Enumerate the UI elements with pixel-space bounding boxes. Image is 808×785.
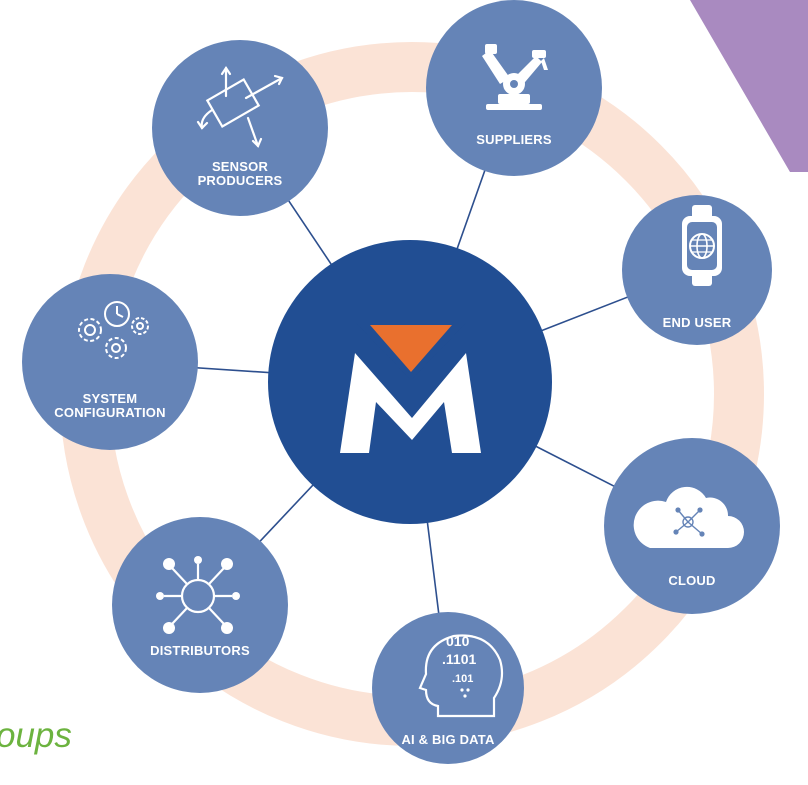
smartwatch-globe-icon [682,205,722,286]
node-label-end-user: END USER [647,316,747,330]
m-logo-icon [340,322,481,453]
node-label-line: AI & BIG DATA [401,732,495,747]
node-label-line: CONFIGURATION [54,405,166,420]
robot-joint-icon [510,80,518,88]
node-label-suppliers: SUPPLIERS [464,133,564,147]
node-label-line: SYSTEM [82,391,138,406]
robot-arm-icon [482,44,548,110]
hub-network-icon [156,556,240,634]
node-circle-ai-big-data [372,612,524,764]
node-circle-system-configuration [22,274,198,450]
cloud-network-icon [633,486,744,548]
purple-corner-shape [690,0,808,172]
node-label-line: DISTRIBUTORS [150,643,250,658]
center-circle [268,240,552,524]
node-label-line: SUPPLIERS [476,132,552,147]
node-circle-distributors [112,517,288,693]
gears-clock-icon [78,301,149,359]
node-label-line: END USER [662,315,732,330]
axes-transform-icon [196,66,284,148]
node-label-sensor-producers: SENSOR PRODUCERS [190,160,290,188]
svg-text:.1101: .1101 [442,651,476,667]
node-label-line: CLOUD [668,573,716,588]
node-label-system-configuration: SYSTEM CONFIGURATION [45,392,175,420]
node-label-line: SENSOR [211,159,269,174]
node-label-cloud: CLOUD [642,574,742,588]
svg-text:.101: .101 [452,673,473,685]
binary-head-icon: 010 .1101 .101 [418,633,504,718]
node-circle-sensor-producers [152,40,328,216]
svg-text:010: 010 [446,633,470,649]
node-label-line: PRODUCERS [197,173,283,188]
cropped-heading-text: oups [0,716,72,755]
node-label-ai-big-data: AI & BIG DATA [393,733,503,747]
node-label-distributors: DISTRIBUTORS [140,644,260,658]
